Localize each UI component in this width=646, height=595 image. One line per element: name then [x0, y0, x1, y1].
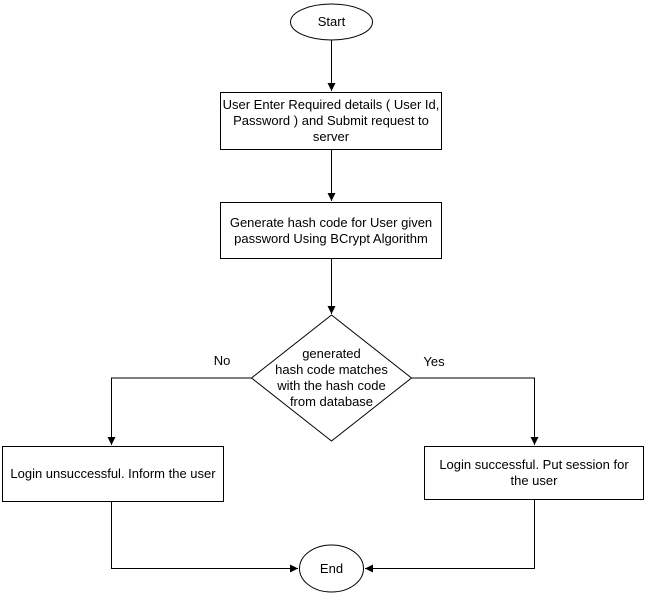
process-enter-details-label: User Enter Required details ( User Id, P…	[222, 97, 440, 144]
process-login-unsuccessful-box: Login unsuccessful. Inform the user	[2, 446, 224, 502]
edge-login-successful-to-end	[365, 500, 535, 573]
process-login-successful-box: Login successful. Put session for the us…	[424, 446, 644, 500]
start-terminator-shape	[290, 3, 373, 41]
edge-label-no: No	[213, 353, 231, 368]
process-enter-details-box: User Enter Required details ( User Id, P…	[220, 92, 442, 150]
start-node-label: Start	[317, 14, 346, 29]
end-node-label: End	[319, 560, 344, 576]
process-login-successful-label: Login successful. Put session for the us…	[439, 457, 629, 488]
process-login-unsuccessful-label: Login unsuccessful. Inform the user	[10, 466, 216, 481]
process-generate-hash-box: Generate hash code for User given passwo…	[220, 202, 442, 259]
edge-decision-yes-to-login-successful	[411, 377, 539, 445]
edge-decision-no-to-login-unsuccessful	[107, 377, 252, 445]
decision-node-label: generated hash code matches with the has…	[275, 346, 388, 409]
end-terminator-shape	[299, 544, 364, 593]
edge-login-unsuccessful-to-end	[111, 502, 298, 573]
process-generate-hash-label: Generate hash code for User given passwo…	[229, 214, 433, 246]
decision-diamond-shape	[250, 314, 413, 442]
edge-label-yes: Yes	[423, 354, 445, 369]
